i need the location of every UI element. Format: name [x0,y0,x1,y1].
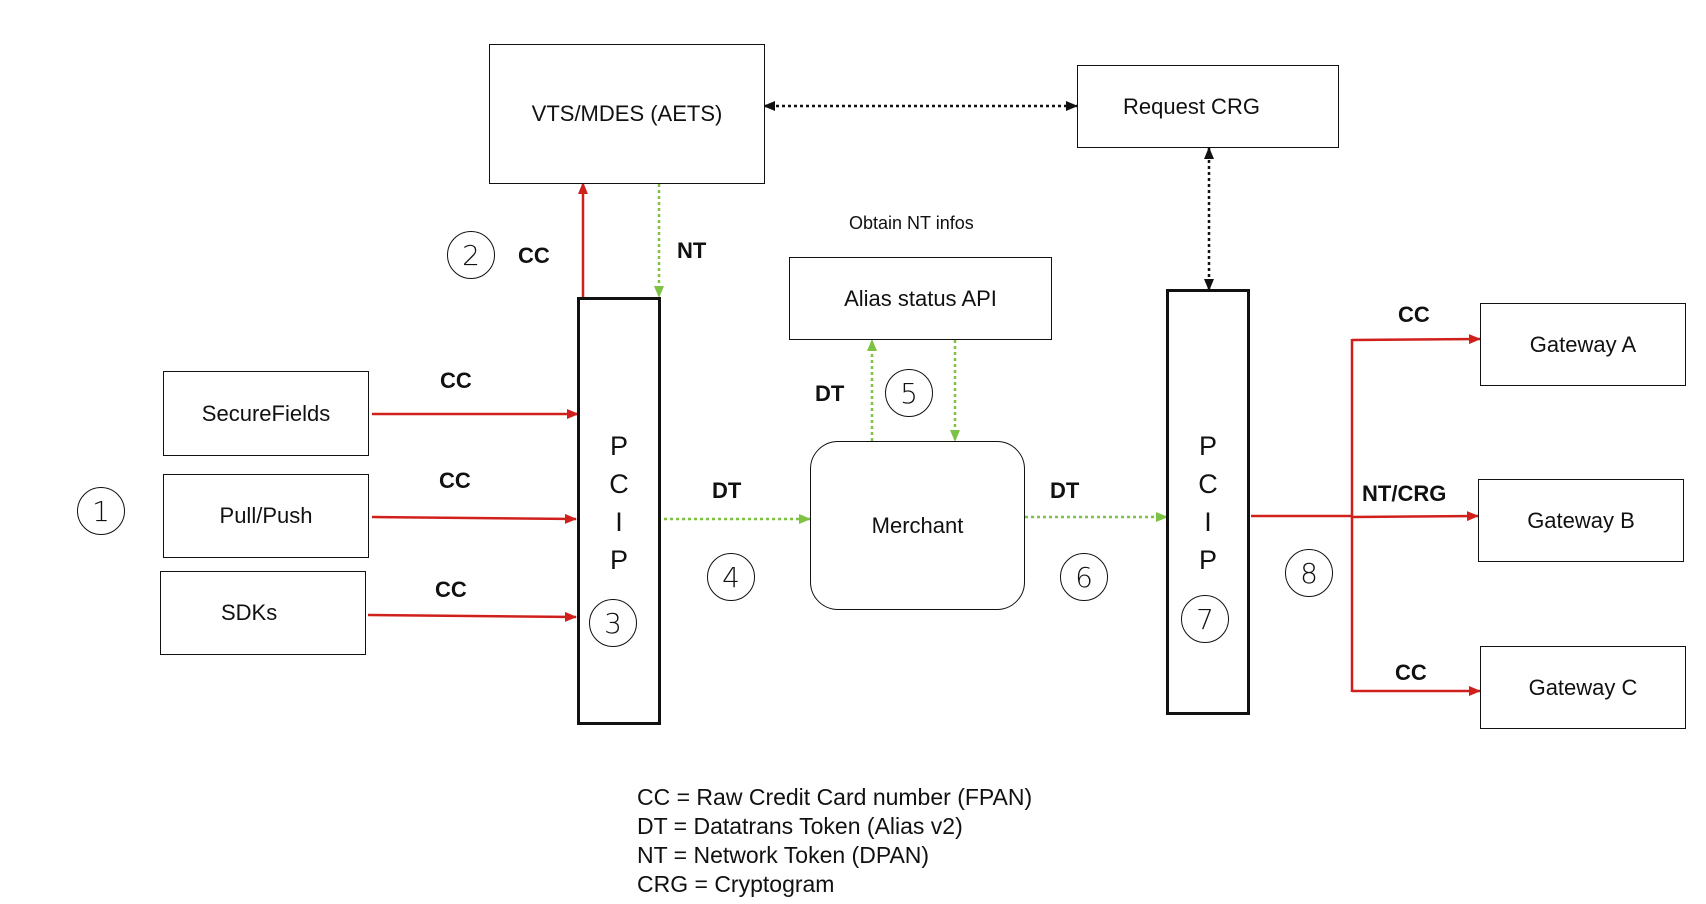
vts-mdes-box: VTS/MDES (AETS) [489,44,765,184]
alias-status-api-box: Alias status API [789,257,1052,340]
sdks-label: SDKs [221,600,278,625]
step-2-circle: 2 [447,231,495,279]
obtain-nt-infos-note: Obtain NT infos [849,213,974,233]
arrow-sdks-to-pcip [367,611,577,622]
alias-status-api-label: Alias status API [844,285,997,311]
gateway-b-box: Gateway B [1478,479,1684,562]
step-4-circle: 4 [707,553,755,601]
vts-mdes-label: VTS/MDES (AETS) [531,101,723,126]
arrow-to-gateway-b [1351,511,1479,522]
gateway-a-label: Gateway A [1529,331,1637,357]
legend: CC = Raw Credit Card number (FPAN) DT = … [637,783,1032,899]
pullpush-label: Pull/Push [219,503,313,528]
pcip-left-letter-2: C [609,469,629,499]
pcip-right-box: P C I P [1166,289,1250,715]
label-cc-to-vts: CC [518,243,550,268]
request-crg-box: Request CRG [1077,65,1339,148]
sdks-box: SDKs [160,571,366,655]
label-cc-gateway-a: CC [1398,302,1430,327]
pcip-right-letter-4: P [1198,545,1217,575]
pcip-right-letter-1: P [1198,431,1217,461]
request-crg-label: Request CRG [1123,93,1260,119]
gateway-b-label: Gateway B [1527,507,1635,533]
gateway-c-label: Gateway C [1528,674,1638,700]
legend-dt: DT = Datatrans Token (Alias v2) [637,813,963,839]
pcip-left-letter-3: I [615,507,623,537]
pcip-right-letter-2: C [1198,469,1218,499]
label-ntcrg-gateway-b: NT/CRG [1362,481,1447,506]
arrow-to-gateway-a [1351,334,1481,345]
label-cc-gateway-c: CC [1395,660,1427,685]
gateway-a-box: Gateway A [1480,303,1686,386]
arrow-pullpush-to-pcip [371,513,577,524]
label-nt-from-vts: NT [677,238,707,263]
pcip-right-letter-3: I [1204,507,1212,537]
label-cc-pullpush: CC [439,468,471,493]
pullpush-box: Pull/Push [163,474,369,558]
merchant-box: Merchant [810,441,1025,610]
legend-nt: NT = Network Token (DPAN) [637,842,930,868]
pcip-left-box: P C I P [577,297,661,725]
pcip-left-letter-4: P [609,545,628,575]
merchant-label: Merchant [871,512,964,538]
legend-cc: CC = Raw Credit Card number (FPAN) [637,784,1033,810]
label-dt-alias: DT [815,381,845,406]
gateway-c-box: Gateway C [1480,646,1686,729]
label-dt-from-merchant: DT [1050,478,1080,503]
pcip-left-letter-1: P [609,431,628,461]
securefields-box: SecureFields [163,371,369,456]
step-8-circle: 8 [1285,549,1333,597]
step-7-circle: 7 [1181,595,1229,643]
securefields-label: SecureFields [201,400,331,426]
label-cc-sdks: CC [435,577,467,602]
legend-crg: CRG = Cryptogram [637,871,835,897]
label-cc-securefields: CC [440,368,472,393]
step-5-circle: 5 [885,369,933,417]
step-6-circle: 6 [1060,553,1108,601]
step-1-circle: 1 [77,487,125,535]
step-3-circle: 3 [589,599,637,647]
label-dt-to-merchant: DT [712,478,742,503]
